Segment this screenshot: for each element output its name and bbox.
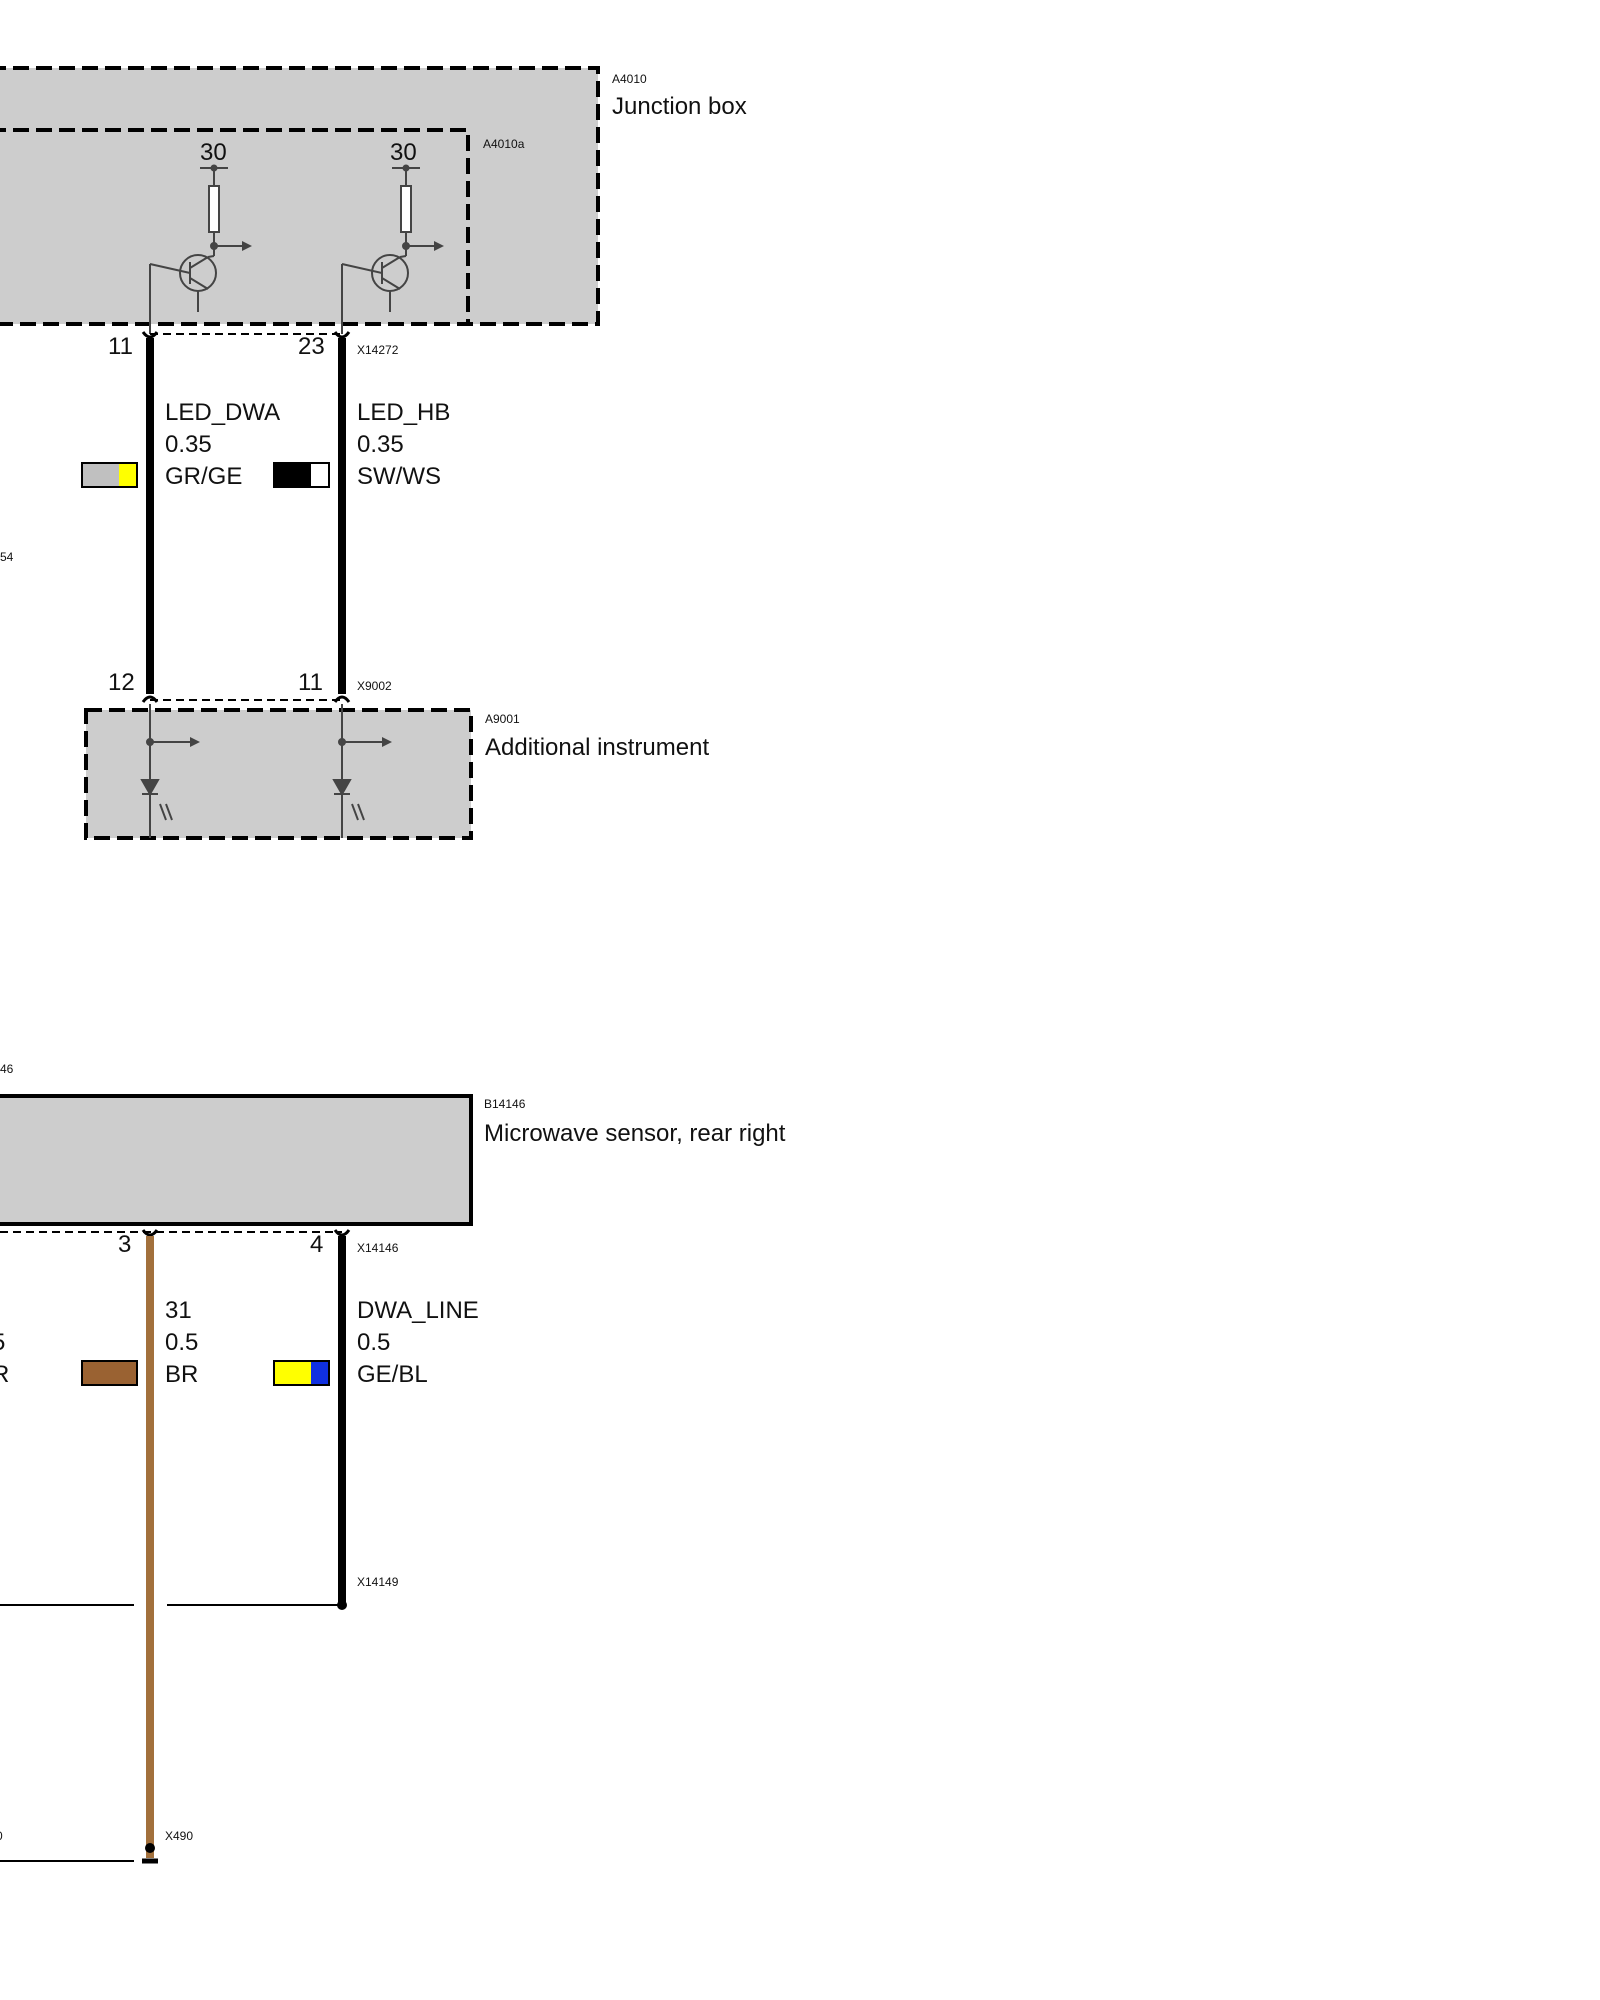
wire-ground-signal: 31 [165, 1297, 192, 1324]
wire-ground-label: 31 0.5 BR [81, 1297, 198, 1388]
additional-instrument-a9001: A9001 Additional instrument [84, 708, 709, 840]
wire-led-dwa-gauge: 0.35 [165, 431, 212, 458]
connector-x9002: 12 11 X9002 [108, 669, 392, 703]
connector-x490-label: X490 [165, 1829, 193, 1843]
connector-x14146: 3 4 X14146 [0, 1229, 399, 1258]
wire-led-dwa-signal: LED_DWA [165, 399, 280, 426]
wire-ground-swatch [81, 1360, 138, 1386]
wire-dwa-line-signal: DWA_LINE [357, 1297, 479, 1324]
pin-12-label: 12 [108, 669, 135, 696]
terminal-30-left-label: 30 [200, 139, 227, 166]
microwave-sensor-name: Microwave sensor, rear right [484, 1120, 786, 1147]
wire-led-dwa-swatch [81, 462, 138, 488]
connector-x14149-label: X14149 [357, 1575, 399, 1589]
wire-ground-color: BR [165, 1361, 198, 1388]
junction-box-id: A4010 [612, 72, 647, 86]
additional-instrument-name: Additional instrument [485, 734, 709, 761]
wire-dwa-line-gauge: 0.5 [357, 1329, 390, 1356]
connector-x9002-label: X9002 [357, 679, 392, 693]
junction-box-name: Junction box [612, 93, 747, 120]
output-stage-left: 30 [149, 139, 252, 334]
pin-3-label: 3 [118, 1231, 131, 1258]
microwave-sensor-id: B14146 [484, 1097, 526, 1111]
connector-x14146-label: X14146 [357, 1241, 399, 1255]
wire-led-dwa-color: GR/GE [165, 463, 242, 490]
cut-off-color: R [0, 1361, 9, 1388]
cut-off-label-46: 46 [0, 1062, 14, 1076]
wire-dwa-line-label: DWA_LINE 0.5 GE/BL [273, 1297, 479, 1388]
wire-led-hb-gauge: 0.35 [357, 431, 404, 458]
cut-off-label-0: 0 [0, 1829, 3, 1843]
pin-11-label: 11 [108, 333, 133, 360]
ground-point-x490: X490 0 [0, 1829, 193, 1864]
wire-led-hb-label: LED_HB 0.35 SW/WS [273, 399, 450, 490]
junction-box-inner-a4010a: A4010a [0, 128, 525, 326]
wire-led-hb-color: SW/WS [357, 463, 441, 490]
additional-instrument-id: A9001 [485, 712, 520, 726]
pin-23-label: 23 [298, 333, 325, 360]
splice-x14149: X14149 [0, 1575, 399, 1610]
wire-led-dwa-label: LED_DWA 0.35 GR/GE [81, 399, 280, 490]
wire-dwa-line-swatch [273, 1360, 330, 1386]
pin-4-label: 4 [310, 1231, 323, 1258]
led-indicator-left [140, 704, 200, 838]
wire-ground-gauge: 0.5 [165, 1329, 198, 1356]
wire-dwa-line-color: GE/BL [357, 1361, 428, 1388]
inner-module-id: A4010a [483, 137, 525, 151]
output-stage-right: 30 [341, 139, 444, 334]
cut-off-gauge: 5 [0, 1329, 5, 1356]
connector-x14272: 11 23 X14272 [108, 331, 399, 360]
microwave-sensor-b14146: B14146 Microwave sensor, rear right [0, 1094, 786, 1226]
pin-11-instrument-label: 11 [298, 669, 323, 696]
terminal-30-right-label: 30 [390, 139, 417, 166]
cut-off-label-54: 54 [0, 550, 14, 564]
led-indicator-right [332, 704, 392, 838]
wire-led-hb-signal: LED_HB [357, 399, 450, 426]
connector-x14272-label: X14272 [357, 343, 399, 357]
wire-led-hb-swatch [273, 462, 330, 488]
